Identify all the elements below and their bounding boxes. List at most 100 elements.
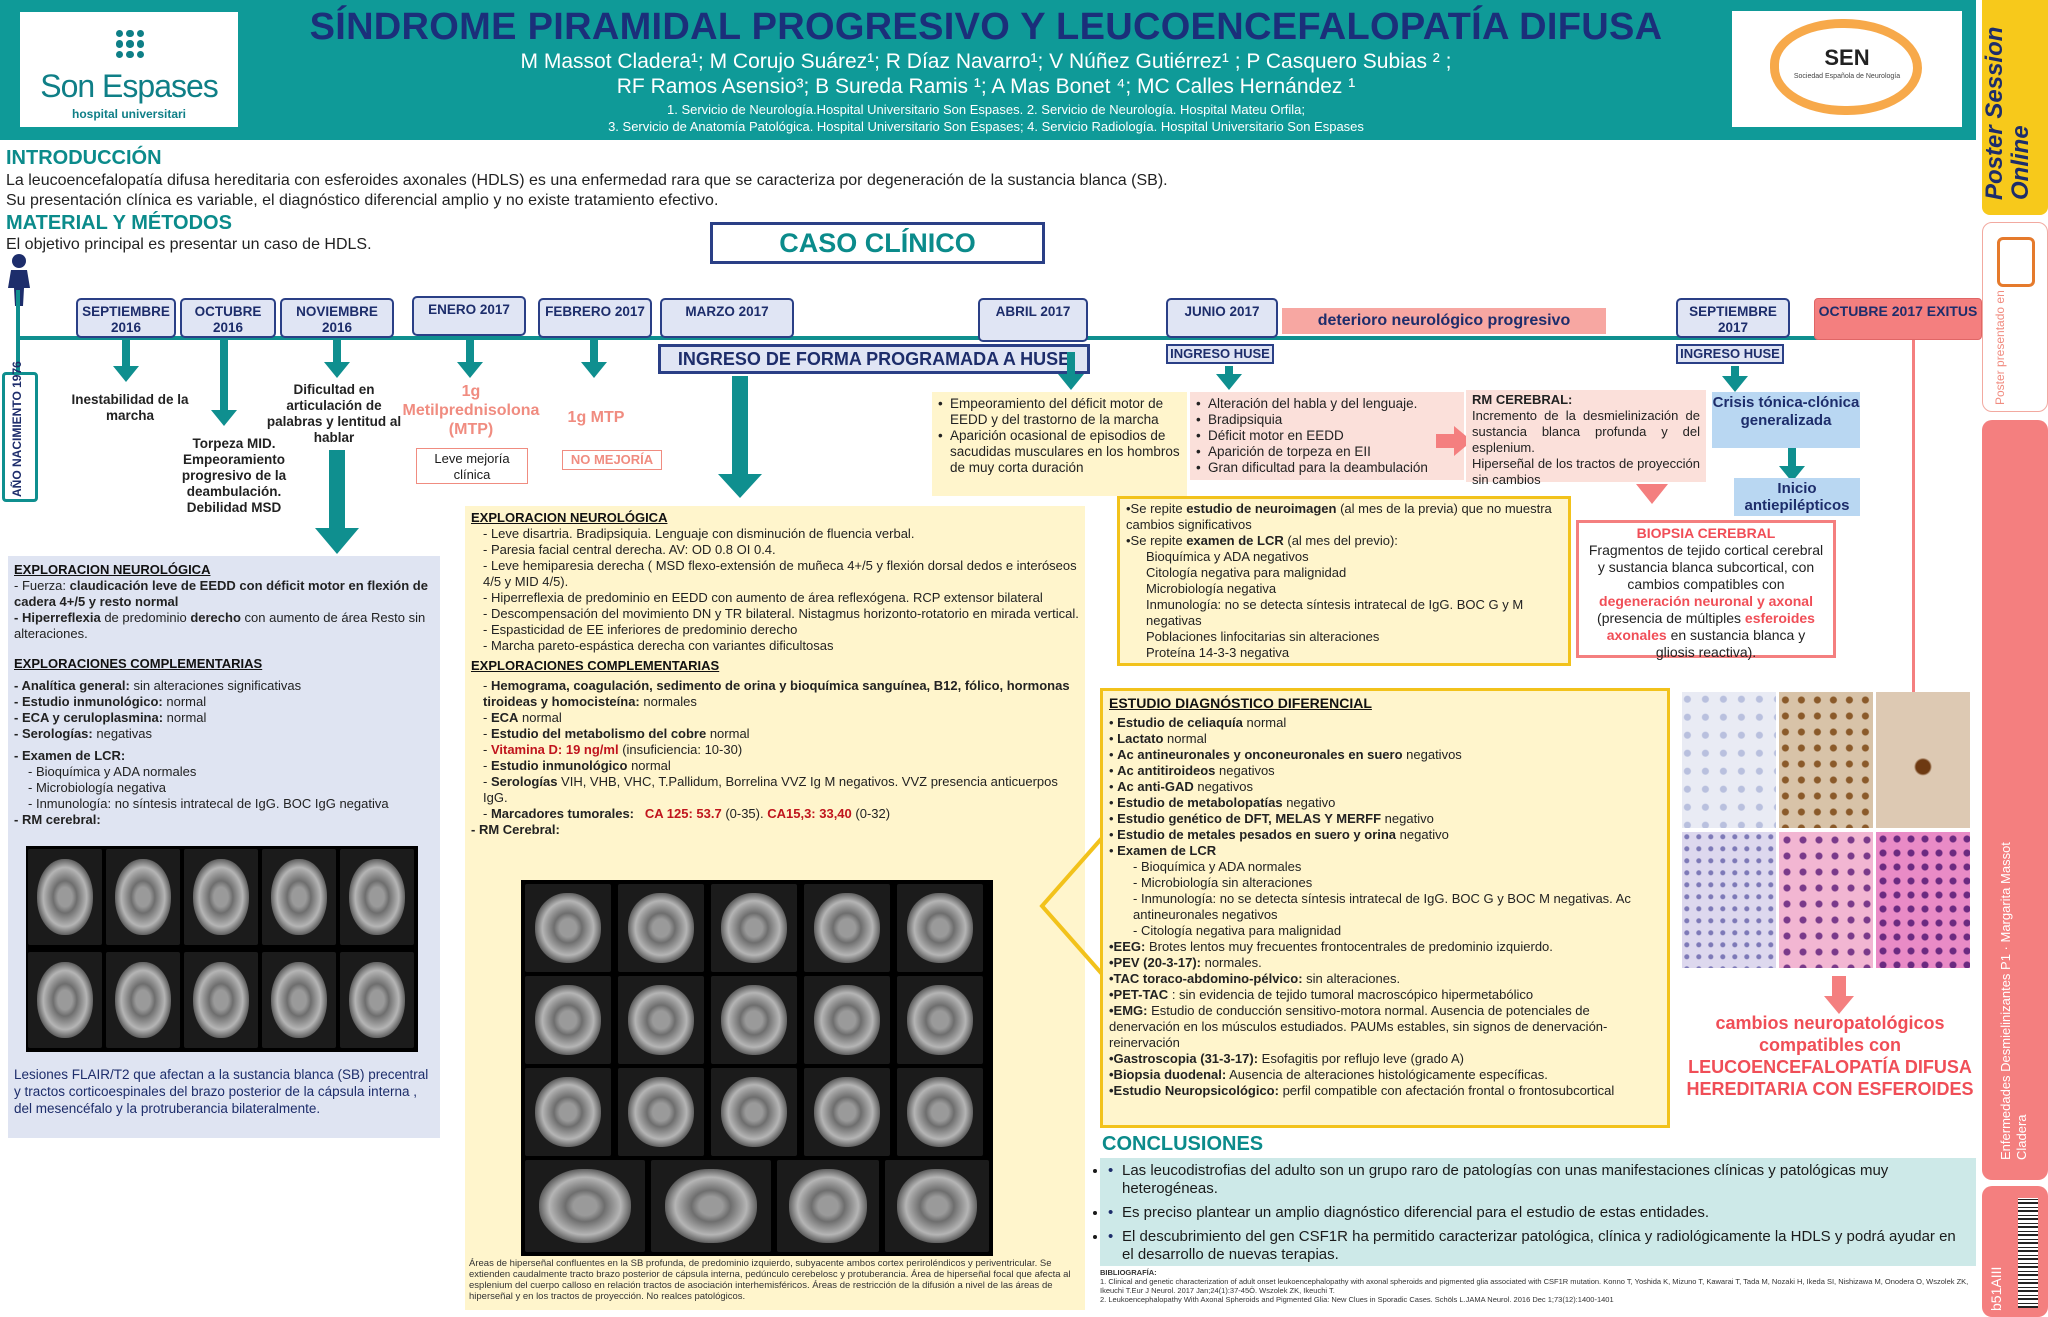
mri-image [106,849,180,945]
arrow-stem [329,450,345,530]
arrow-down-icon [1722,376,1748,392]
mri-image [525,1160,645,1252]
junio-item: •Aparición de torpeza en EII [1196,444,1371,459]
mri-image [340,952,414,1048]
date-oct-2016: OCTUBRE 2016 [180,298,276,338]
mid-comp-item: - Serologías VIH, VHB, VHC, T.Pallidum, … [483,774,1058,805]
junio-item: •Bradipsiquia [1196,412,1283,427]
left-lcr-item: - Inmunología: no síntesis intratecal de… [28,796,389,811]
repeat-tests-panel: •Se repite estudio de neuroimagen (al me… [1117,496,1571,666]
poster-session-label: Poster Session Online [1981,26,2034,200]
differential-diagnosis-panel: ESTUDIO DIAGNÓSTICO DIFERENCIAL • Estudi… [1100,688,1670,1128]
conclusions-list: Las leucodistrofias del adulto son un gr… [1108,1162,1968,1264]
arrow-stem [1225,366,1233,376]
date-abr-2017: ABRIL 2017 [978,298,1088,342]
event-feb-result: NO MEJORÍA [562,450,662,470]
date-exitus: OCTUBRE 2017 EXITUS [1814,298,1982,340]
mid-comp-item: - Hemograma, coagulación, sedimento de o… [483,678,1070,709]
logo-sub: hospital universitari [71,107,187,121]
sen-logo: SEN Sociedad Española de Neurología [1732,11,1962,127]
left-comp-heading: EXPLORACIONES COMPLEMENTARIAS [14,656,263,671]
timeline-axis [20,336,1920,340]
arrow-stem [732,376,748,476]
mri-image [897,884,983,972]
biopsy-text: Fragmentos de tejido cortical cerebral y… [1588,542,1824,660]
left-lcr-item: - Bioquímica y ADA normales [28,764,197,779]
mri-image [897,1068,983,1156]
diag-lcr-item: - Microbiología sin alteraciones [1133,875,1313,890]
left-expl-fuerza: - Fuerza: claudicación leve de EEDD con … [14,578,428,609]
event-ene-dose: 1g Metilprednisolona (MTP) [402,383,540,438]
diag-item: • Ac antitiroideos negativos [1109,763,1275,778]
date-feb-2017: FEBRERO 2017 [538,298,652,338]
mri-image [804,884,890,972]
arrow-right-icon [1436,426,1472,456]
sen-sub: Sociedad Española de Neurología [1793,73,1901,80]
conclusion-item: Es preciso plantear un amplio diagnóstic… [1108,1204,1968,1222]
conclusion-item: El descubrimiento del gen CSF1R ha permi… [1108,1228,1968,1264]
diag-item: • Lactato normal [1109,731,1207,746]
mri-image [618,1068,704,1156]
diag-item2: •Biopsia duodenal: Ausencia de alteracio… [1109,1067,1548,1082]
mid-rm-heading: - RM Cerebral: [471,822,560,837]
presented-at-label: Poster presentado en [1993,290,2007,405]
mri-image [28,952,102,1048]
arrow-down-icon [581,362,607,378]
mid-comp-item: - ECA normal [483,710,562,725]
diag-item: • Estudio de celiaquía normal [1109,715,1287,730]
authors-line-1: M Massot Cladera¹; M Corujo Suárez¹; R D… [520,50,1452,73]
ingreso-programado-banner: INGRESO DE FORMA PROGRAMADA A HUSE [658,344,1090,374]
crisis-box: Crisis tónica-clónica generalizada [1712,392,1860,448]
diag-item: • Estudio genético de DFT, MELAS Y MERFF… [1109,811,1434,826]
presented-at-box: Poster presentado en [1982,222,2048,412]
abril-item: •Empeoramiento del déficit motor de EEDD… [938,396,1164,427]
mid-expl-item: - Leve disartria. Bradipsiquia. Lenguaje… [483,526,915,541]
conclusions-panel: Las leucodistrofias del adulto son un gr… [1100,1158,1976,1266]
repite-lcr: •Se repite examen de LCR (al mes del pre… [1126,533,1398,548]
repite-item: Proteína 14-3-3 negativa [1146,645,1290,660]
mri-image [711,976,797,1064]
birth-year-box: AÑO NACIMIENTO 1976 [2,361,38,502]
methods-line-1: El objetivo principal es presentar un ca… [6,236,372,253]
poster-code: b51AIII [1988,1266,2004,1311]
poster-header [0,0,1976,140]
event-nov: Dificultad en articulación de palabras y… [266,382,402,445]
ingreso-huse-jun: INGRESO HUSE [1166,344,1274,364]
mid-mri-grid [521,880,993,1256]
left-expl-heading: EXPLORACION NEUROLÓGICA [14,562,211,577]
poster-session-banner: Poster Session Online [1981,0,2048,215]
left-comp-item: - ECA y ceruloplasmina: normal [14,710,207,725]
repite-neuroimagen: •Se repite estudio de neuroimagen (al me… [1126,501,1552,532]
event-ene-result: Leve mejoría clínica [416,448,528,484]
diag-item2: •Estudio Neuropsicológico: perfil compat… [1109,1083,1615,1098]
timeline-start-stem [16,290,20,380]
abril-item: •Aparición ocasional de episodios de sac… [938,428,1180,475]
mri-image [885,1160,989,1252]
repite-item: Microbiología negativa [1146,581,1277,596]
date-nov-2016: NOVIEMBRE 2016 [280,298,394,338]
authors-line-2: RF Ramos Asensio³; B Sureda Ramis ¹; A M… [616,75,1356,98]
diag-lcr-item: - Citología negativa para malignidad [1133,923,1342,938]
histology-image [1876,832,1970,968]
arrow-down-salmon-icon [1824,996,1854,1014]
diag-item2: •EEG: Brotes lentos muy frecuentes front… [1109,939,1553,954]
date-mar-2017: MARZO 2017 [660,298,794,338]
mri-image [525,1068,611,1156]
left-mri-grid [26,846,418,1052]
arrow-stem [333,340,341,364]
junio-item: •Gran dificultad para la deambulación [1196,460,1428,475]
mri-image [106,952,180,1048]
mid-expl-list: - Leve disartria. Bradipsiquia. Lenguaje… [471,526,1079,654]
left-comp-item: - Estudio inmunológico: normal [14,694,207,709]
mri-image [711,884,797,972]
session-info-bar: Enfermedades Desmielinizantes P1 · Marga… [1982,420,2048,1180]
arrow-stem [1731,366,1739,378]
mri-image [618,884,704,972]
neuropathology-result: cambios neuropatológicos compatibles con… [1686,1013,1974,1099]
mid-expl-item: - Paresia facial central derecha. AV: OD… [483,542,776,557]
left-lcr-item: - Microbiología negativa [28,780,167,795]
affiliation-line-2: 3. Servicio de Anatomía Patológica. Hosp… [608,119,1364,134]
mid-comp-item: - Marcadores tumorales: CA 125: 53.7 (0-… [483,806,891,821]
arrow-down-icon [315,528,359,554]
son-espases-logo: Son Espases hospital universitari [20,12,238,127]
